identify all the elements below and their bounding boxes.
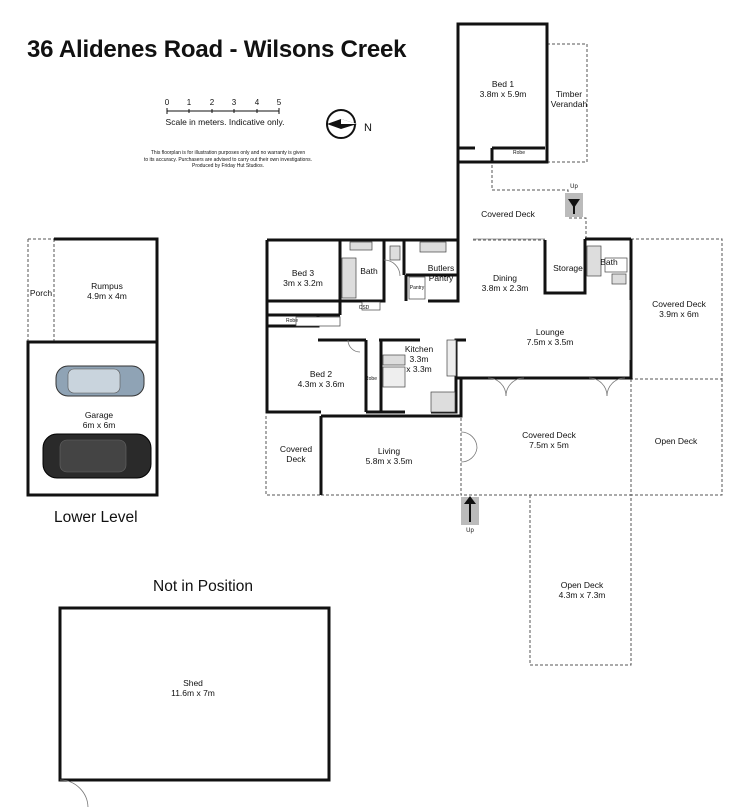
room-label-covered-deck-top: Covered Deck bbox=[481, 209, 535, 219]
room-name: Living bbox=[377, 446, 401, 456]
lower-level-label: Lower Level bbox=[54, 509, 138, 526]
scale-tick-0: 0 bbox=[165, 98, 170, 107]
disclaimer-line: to its accuracy. Purchasers are advised … bbox=[143, 156, 313, 163]
room-label-garage: Garage 6m x 6m bbox=[83, 410, 116, 430]
room-name: Bed 2 bbox=[309, 369, 333, 379]
room-name: Open Deck bbox=[560, 580, 604, 590]
room-size: 4.3m x 7.3m bbox=[558, 590, 606, 600]
room-size-line2: x 3.3m bbox=[406, 364, 432, 374]
room-label-bath: Bath bbox=[360, 266, 378, 276]
robe-label: Robe bbox=[513, 150, 525, 156]
room-label-storage: Storage bbox=[553, 263, 583, 273]
doors-windows bbox=[59, 238, 631, 807]
room-label-rumpus: Rumpus 4.9m x 4m bbox=[87, 281, 127, 301]
room-label-open-deck-right: Open Deck bbox=[655, 436, 698, 446]
room-name: Bed 1 bbox=[491, 79, 515, 89]
room-size: 3.8m x 5.9m bbox=[479, 89, 527, 99]
up-arrow-top bbox=[565, 193, 583, 217]
room-size: 6m x 6m bbox=[82, 420, 116, 430]
scale-tick-4: 4 bbox=[255, 98, 260, 107]
car-light-icon bbox=[55, 365, 145, 397]
room-name: Bath bbox=[600, 257, 618, 267]
room-name: Garage bbox=[84, 410, 114, 420]
csd-label: CSD bbox=[358, 305, 370, 311]
room-name: Lounge bbox=[535, 327, 565, 337]
room-label-covered-deck-main: Covered Deck 7.5m x 5m bbox=[522, 430, 576, 450]
room-name: Dining bbox=[492, 273, 518, 283]
room-name: Kitchen bbox=[404, 344, 434, 354]
room-label-bed3: Bed 3 3m x 3.2m bbox=[283, 268, 323, 288]
room-label-dining: Dining 3.8m x 2.3m bbox=[482, 273, 529, 293]
walls bbox=[26, 22, 633, 782]
room-size: 3m x 3.2m bbox=[283, 278, 323, 288]
room-size: 5.8m x 3.5m bbox=[365, 456, 413, 466]
room-label-covered-deck-left: Covered Deck bbox=[280, 444, 312, 464]
room-name: Shed bbox=[183, 678, 203, 688]
room-size: 4.9m x 4m bbox=[87, 291, 127, 301]
not-in-position-label: Not in Position bbox=[153, 578, 253, 595]
scale-tick-3: 3 bbox=[232, 98, 237, 107]
room-name: Covered Deck bbox=[652, 299, 706, 309]
scale-tick-labels: 0 1 2 3 4 5 bbox=[165, 98, 282, 107]
scale-bar bbox=[166, 108, 280, 114]
room-label-covered-deck-right: Covered Deck 3.9m x 6m bbox=[652, 299, 706, 319]
room-size: 4.3m x 3.6m bbox=[297, 379, 345, 389]
fixtures bbox=[295, 241, 628, 413]
up-label-bottom: Up bbox=[466, 528, 474, 534]
robe-label: Robe bbox=[365, 376, 377, 382]
scale-tick-2: 2 bbox=[210, 98, 215, 107]
room-name: Bath bbox=[360, 266, 378, 276]
disclaimer-line: Produced by Friday Hut Studios. bbox=[192, 163, 264, 169]
room-size: 3.8m x 2.3m bbox=[481, 283, 529, 293]
room-name: Butlers bbox=[427, 263, 455, 273]
room-label-timber-verandah: Timber Verandah bbox=[551, 89, 587, 109]
pantry-label: Pantry bbox=[409, 285, 425, 291]
room-name: Open Deck bbox=[654, 436, 698, 446]
room-label-butlers-pantry: Butlers Pantry bbox=[428, 263, 454, 283]
room-name: Covered Deck bbox=[522, 430, 576, 440]
up-label-top: Up bbox=[570, 184, 578, 190]
room-name: Porch bbox=[29, 288, 53, 298]
room-label-porch: Porch bbox=[30, 288, 52, 298]
room-size: 3.3m bbox=[409, 354, 429, 364]
room-label-lounge: Lounge 7.5m x 3.5m bbox=[527, 327, 574, 347]
compass-icon bbox=[326, 109, 357, 139]
room-label-living: Living 5.8m x 3.5m bbox=[366, 446, 413, 466]
car-dark-icon bbox=[42, 433, 152, 479]
room-name-line2: Deck bbox=[286, 454, 306, 464]
scale-caption: Scale in meters. Indicative only. bbox=[165, 117, 285, 127]
disclaimer-line: This floorplan is for illustration purpo… bbox=[150, 150, 306, 156]
room-name: Storage bbox=[553, 263, 583, 273]
room-name-line2: Verandah bbox=[550, 99, 588, 109]
room-name: Bed 3 bbox=[291, 268, 315, 278]
room-name: Timber bbox=[555, 89, 583, 99]
room-size: 7.5m x 5m bbox=[529, 440, 569, 450]
room-name: Covered bbox=[279, 444, 313, 454]
room-label-open-deck-bottom: Open Deck 4.3m x 7.3m bbox=[559, 580, 606, 600]
room-label-bed1: Bed 1 3.8m x 5.9m bbox=[480, 79, 527, 99]
up-arrow-bottom bbox=[461, 496, 479, 525]
robe-label: Robe bbox=[286, 318, 298, 324]
room-name-line2: Pantry bbox=[428, 273, 454, 283]
room-size: 7.5m x 3.5m bbox=[526, 337, 574, 347]
room-name: Covered Deck bbox=[481, 209, 535, 219]
room-label-shed: Shed 11.6m x 7m bbox=[171, 678, 215, 698]
room-label-bath2: Bath bbox=[600, 257, 618, 267]
page-title: 36 Alidenes Road - Wilsons Creek bbox=[27, 36, 407, 63]
room-name: Rumpus bbox=[91, 281, 123, 291]
room-label-kitchen: Kitchen 3.3m x 3.3m bbox=[405, 344, 433, 374]
disclaimer: This floorplan is for illustration purpo… bbox=[128, 150, 328, 170]
scale-tick-5: 5 bbox=[277, 98, 282, 107]
compass-label: N bbox=[364, 122, 372, 134]
scale-tick-1: 1 bbox=[187, 98, 192, 107]
room-label-bed2: Bed 2 4.3m x 3.6m bbox=[298, 369, 345, 389]
room-size: 3.9m x 6m bbox=[659, 309, 699, 319]
room-size: 11.6m x 7m bbox=[171, 688, 215, 698]
